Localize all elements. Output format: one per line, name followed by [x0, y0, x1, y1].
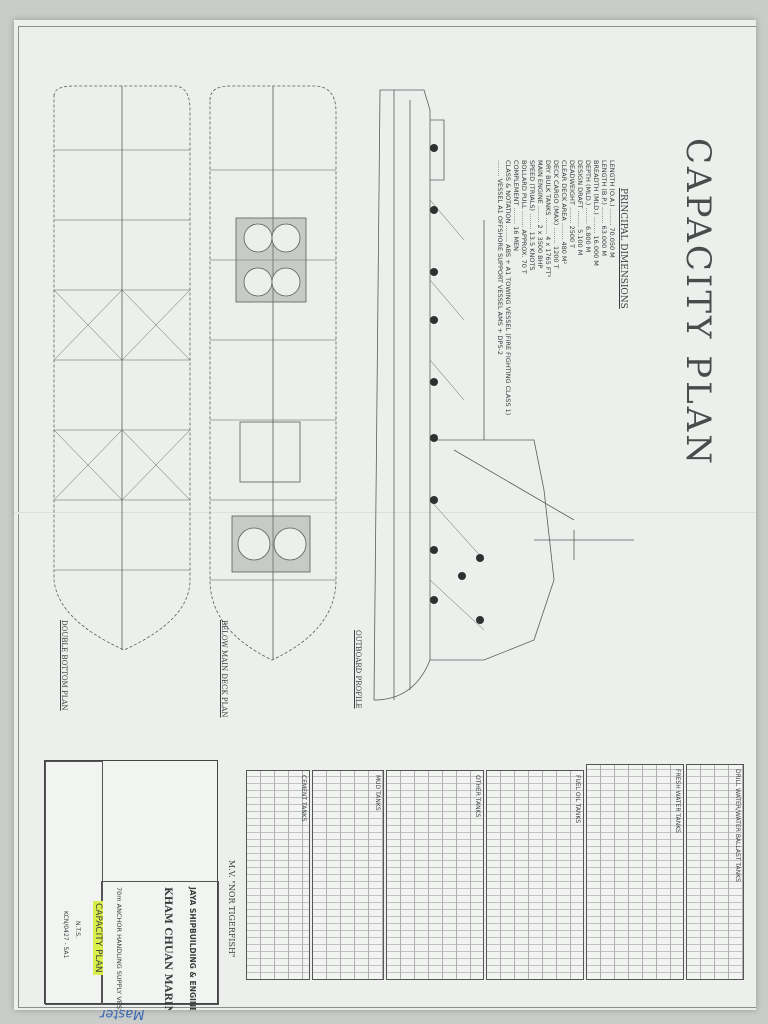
vessel-name: M.V. "NOR TIGERFISH"	[227, 860, 236, 958]
ship-drawings	[53, 85, 634, 701]
double-bottom-hull	[53, 85, 191, 651]
double-bottom-plan-caption: DOUBLE BOTTOM PLAN	[60, 620, 68, 711]
tank-table: FRESH WATER TANKS	[586, 764, 684, 980]
scale-value: N.T.S.	[74, 921, 81, 938]
outboard-profile-caption: OUTBOARD PROFILE	[354, 630, 362, 709]
designer-name: KHAM CHUAN MARINE PTE LTD	[162, 887, 173, 1010]
tank-table: OTHER TANKS	[386, 770, 484, 980]
tank-table-title: CEMENT TANKS	[300, 775, 307, 822]
drawing-border	[18, 26, 756, 1008]
drawing-number: KCN/0427 - 5A1	[62, 911, 69, 959]
main-deck-hull	[209, 85, 337, 661]
tank-table-title: FUEL OIL TANKS	[574, 775, 581, 824]
tank-table-title: MUD TANKS	[374, 775, 381, 811]
master-stamp: Master	[100, 1006, 145, 1021]
tank-table-title: FRESH WATER TANKS	[674, 769, 681, 833]
title-block: JAYA SHIPBUILDING & ENGINEERING PTE LTD …	[44, 760, 219, 1010]
main-deck-plan-caption: BELOW MAIN DECK PLAN	[220, 620, 228, 718]
drawing-title-cell: CAPACITY PLAN	[93, 901, 103, 975]
tank-table: CEMENT TANKS	[246, 770, 310, 980]
outboard-profile-hull	[373, 89, 431, 701]
builder-name: JAYA SHIPBUILDING & ENGINEERING PTE LTD	[188, 887, 197, 1010]
tank-table-title: DRILL WATER/WATER BALLAST TANKS	[734, 769, 741, 882]
fold-crease	[14, 512, 756, 514]
tank-table: MUD TANKS	[312, 770, 384, 980]
tank-table-title: OTHER TANKS	[474, 775, 481, 818]
drawing-sheet: CAPACITY PLAN PRINCIPAL DIMENSIONS LENGT…	[14, 20, 756, 1010]
tank-table: DRILL WATER/WATER BALLAST TANKS	[686, 764, 744, 980]
project-name: 70m ANCHOR HANDLING SUPPLY VESSEL	[115, 887, 123, 1010]
tank-table: FUEL OIL TANKS	[486, 770, 584, 980]
